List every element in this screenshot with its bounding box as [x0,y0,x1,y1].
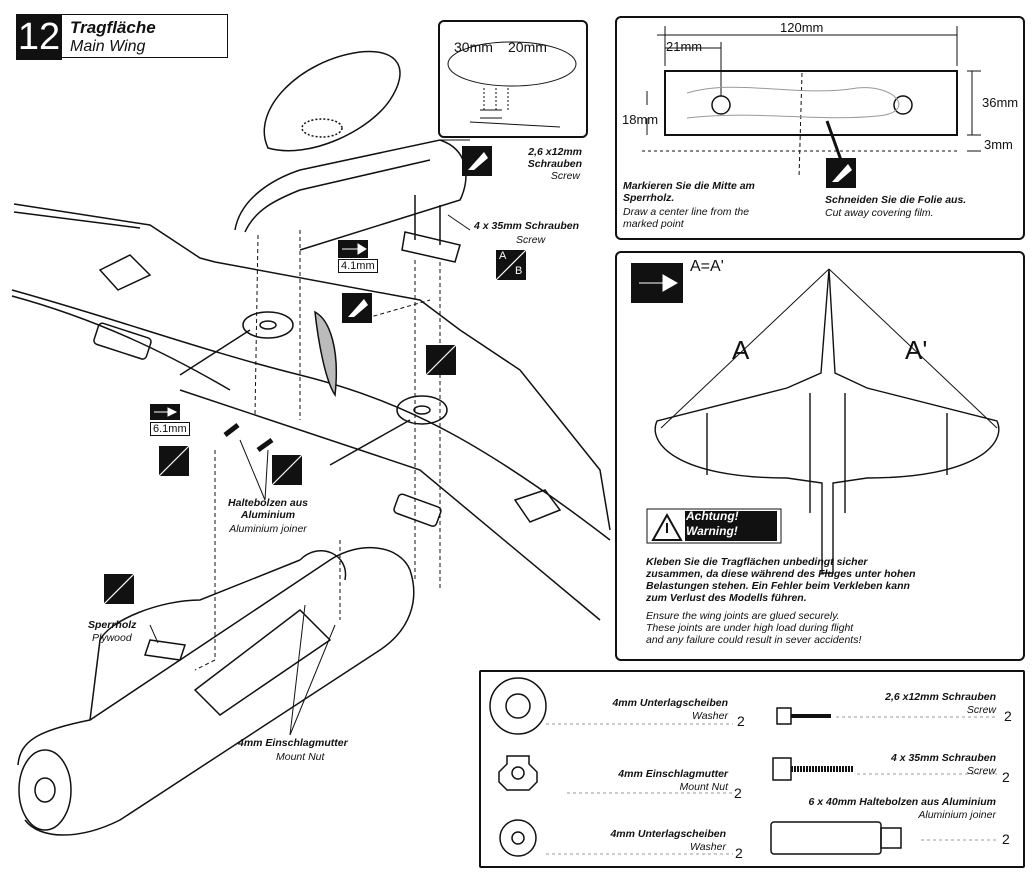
plane-eq: A=A' [690,258,724,275]
part-5-en: Screw [966,765,996,777]
dim-6-1mm: 6.1mm [150,422,190,436]
inset-screw-label-en: Screw [550,170,580,182]
dim-18mm: 18mm [622,112,659,127]
inset-dim-b: 20mm [508,39,547,55]
plywood-right-de: Schneiden Sie die Folie aus. [825,194,967,206]
wing-assembly-drawing [11,50,611,836]
mountnut-label-de: 4mm Einschlagmutter [238,737,348,749]
plywood-right-en: Cut away covering film. [825,207,934,219]
plane-a-prime: A' [905,335,928,365]
ab-icon-b: B [515,265,523,277]
part-3-en: Washer [690,841,726,853]
step-title: Tragfläche Main Wing [62,14,228,58]
dim-36mm: 36mm [982,95,1019,110]
mountnut-label-en: Mount Nut [276,751,325,763]
part-2-de: 4mm Einschlagmutter [618,768,728,780]
warn-text-de: Kleben Sie die Tragflächen unbedingt sic… [646,556,916,604]
parts-list [479,670,1025,868]
dim-3mm: 3mm [984,137,1013,152]
warn-text-en-3: and any failure could result in sever ac… [646,634,862,646]
screw-inset [438,20,588,138]
part-2-en: Mount Nut [679,781,728,793]
plywood-left-de: Markieren Sie die Mitte am Sperrholz. [623,180,755,204]
dim-120mm: 120mm [780,20,824,35]
screw35-label-de: 4 x 35mm Schrauben [474,220,580,232]
part-5-qty: 2 [1002,769,1010,785]
part-3-de: 4mm Unterlagscheiben [610,828,726,840]
warn-text-en-1: Ensure the wing joints are glued securel… [646,610,840,622]
dim-21mm: 21mm [666,39,703,54]
airplane-panel [615,251,1025,661]
inset-screw-label-de: 2,6 x12mm Schrauben [527,146,582,170]
step-number: 12 [16,14,62,60]
part-6-qty: 2 [1002,831,1010,847]
ab-icons [103,249,527,605]
part-6-de: 6 x 40mm Haltebolzen aus Aluminium [808,796,997,808]
part-4-qty: 2 [1004,708,1012,724]
part-5-de: 4 x 35mm Schrauben [890,752,996,764]
screw35-label-en: Screw [516,234,546,246]
ab-icon-a: A [499,250,507,262]
joiner-label-en: Aluminium joiner [229,523,307,535]
part-1-qty: 2 [737,713,745,729]
plywood-left-en: Draw a center line from the marked point [623,206,750,230]
inset-dim-a: 30mm [454,39,493,55]
plywood-label-en: Plywood [92,632,132,644]
plywood-label-de: Sperrholz [88,619,137,631]
warn-en: Warning! [686,524,738,538]
part-3-qty: 2 [735,845,743,861]
part-2-qty: 2 [734,785,742,801]
part-4-en: Screw [966,704,996,716]
dim-4-1mm: 4.1mm [338,259,378,273]
joiner-label-de: Haltebolzen aus Aluminium [228,497,308,521]
step-title-de: Tragfläche [70,18,156,37]
part-1-en: Washer [692,710,728,722]
warn-de: Achtung! [686,509,739,523]
plane-a: A [732,335,750,365]
part-6-en: Aluminium joiner [918,809,996,821]
part-4-de: 2,6 x12mm Schrauben [885,691,996,703]
step-title-en: Main Wing [70,38,146,55]
plywood-panel [615,16,1025,240]
warn-text-en-2: These joints are under high load during … [646,622,854,634]
part-1-de: 4mm Unterlagscheiben [612,697,728,709]
